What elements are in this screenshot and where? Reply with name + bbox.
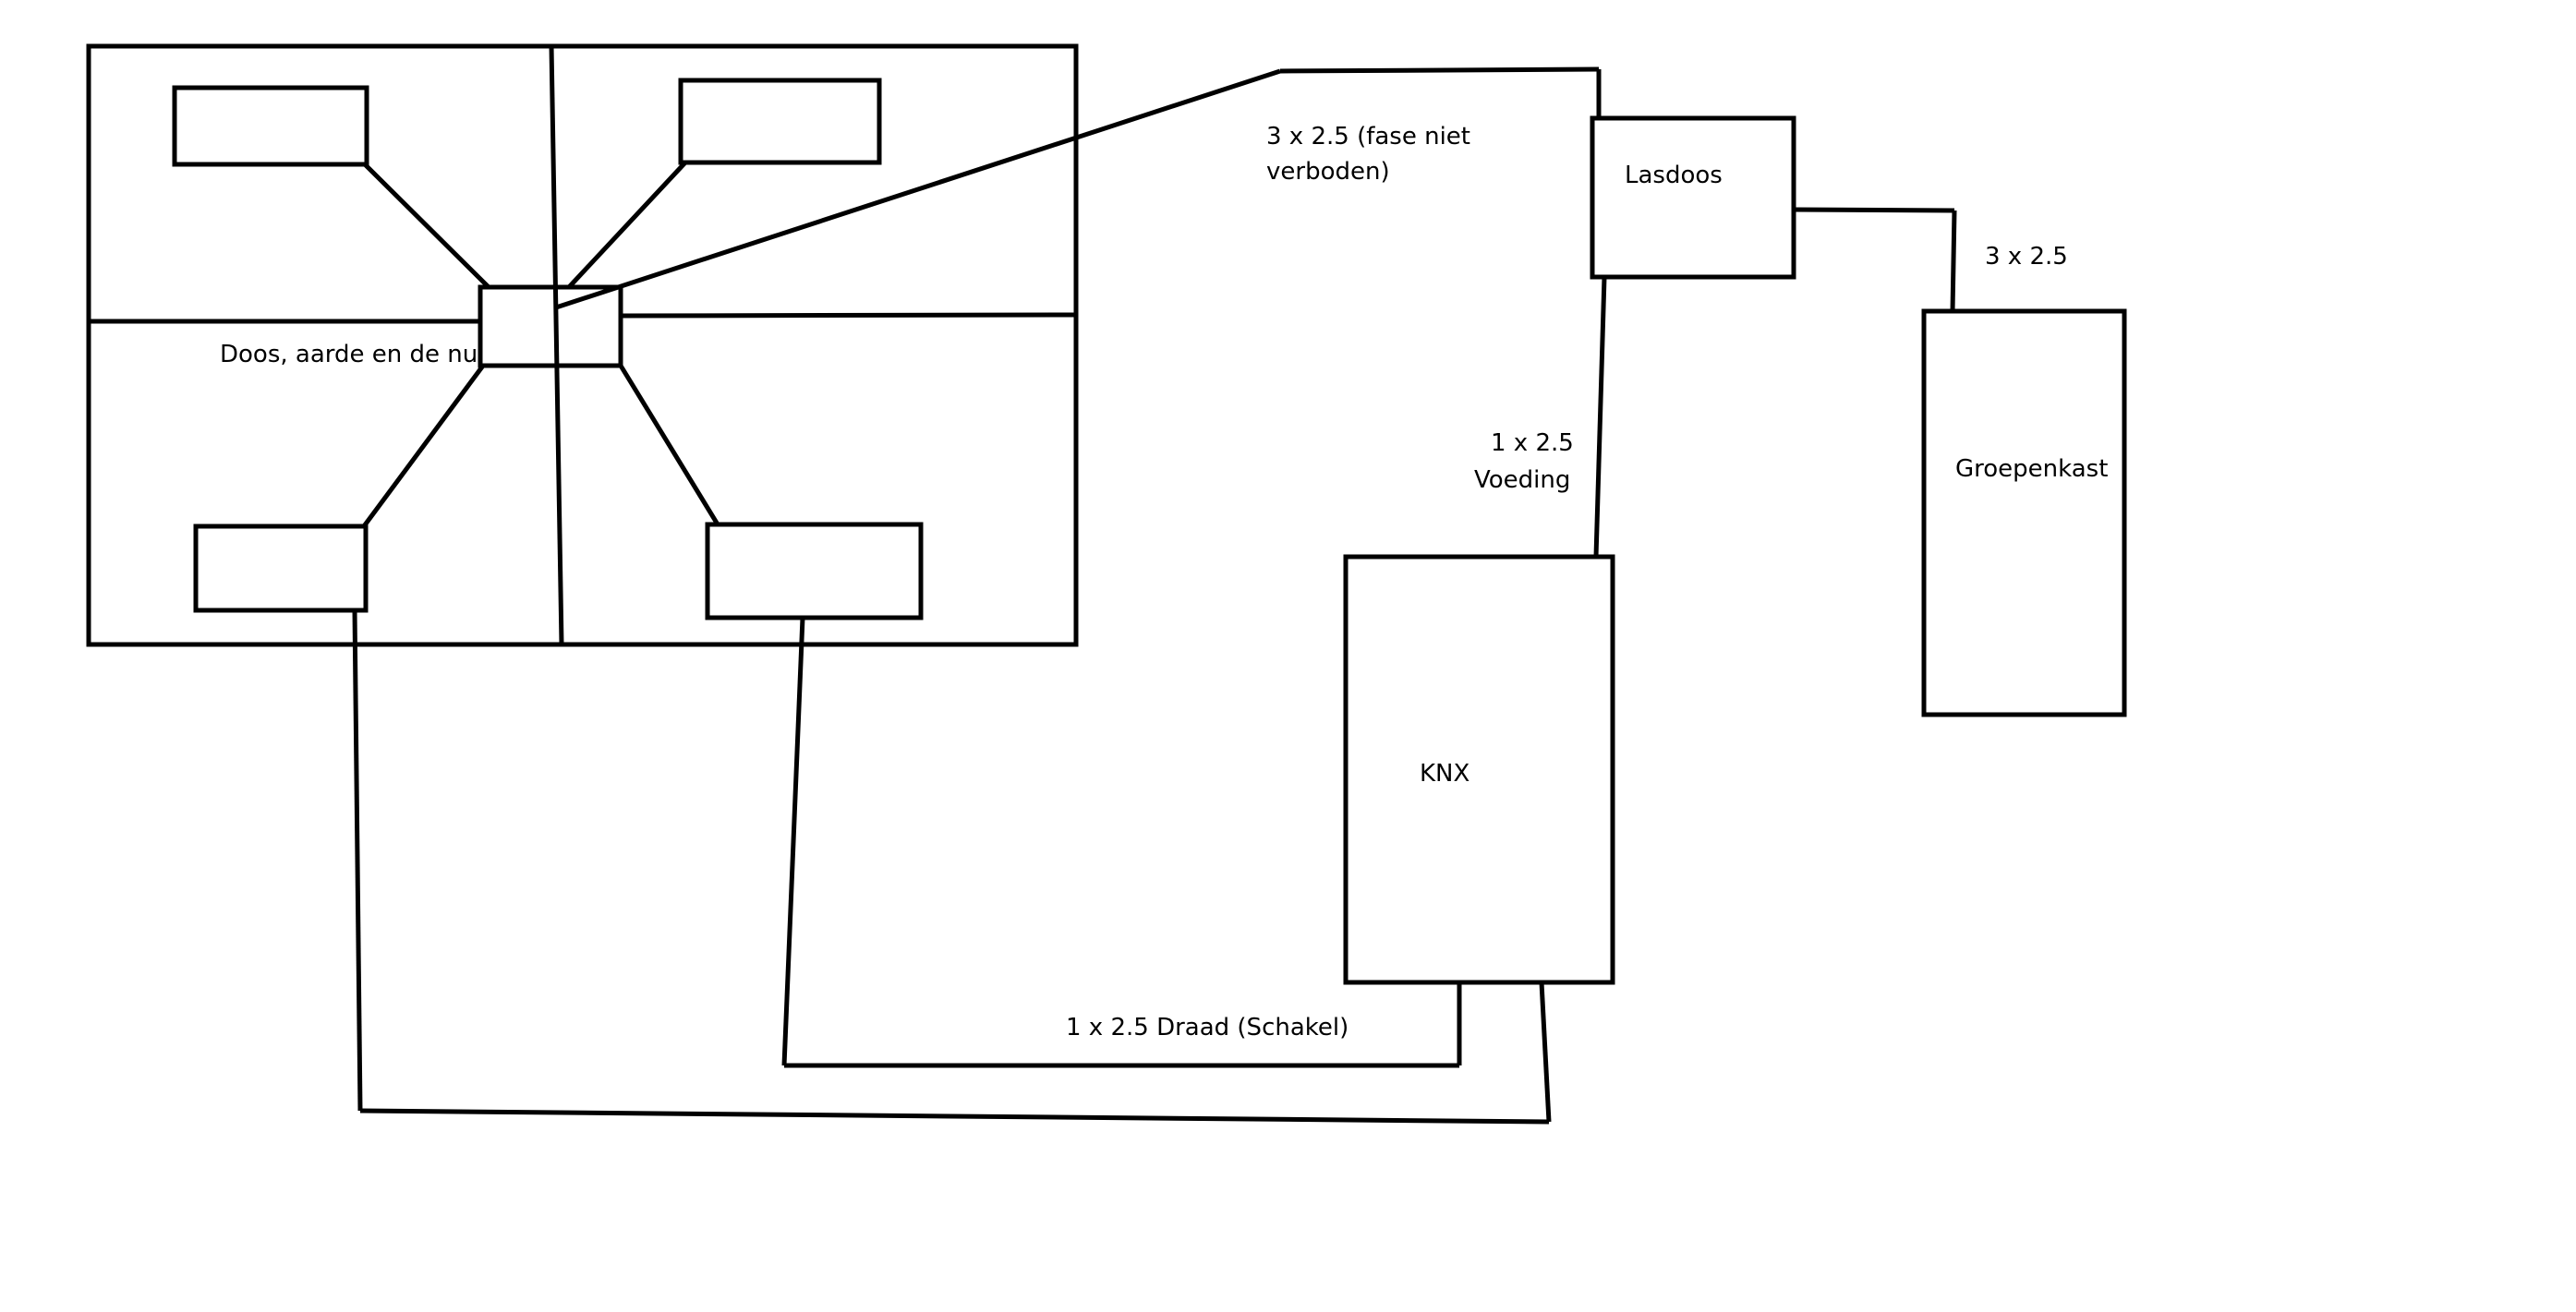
label-knx: KNX xyxy=(1420,760,1469,788)
label-cable-main-line1: 3 x 2.5 (fase niet xyxy=(1266,123,1470,150)
fixture-bottom-right xyxy=(705,522,924,620)
wire-return-knx-drop xyxy=(1539,981,1552,1123)
wire-lasdoos-groepenkast-h xyxy=(1793,207,1955,213)
label-groepenkast: Groepenkast xyxy=(1955,455,2108,483)
wire-lasdoos-groepenkast-v xyxy=(1950,210,1957,312)
wire-schakel-vertical xyxy=(781,617,805,1066)
label-draad: 1 x 2.5 Draad (Schakel) xyxy=(1066,1014,1348,1041)
label-lasdoos: Lasdoos xyxy=(1625,162,1723,189)
wire-main-feed-diagonal xyxy=(555,68,1281,310)
junction-box xyxy=(478,284,623,368)
wire-fixture-bottom-right xyxy=(618,364,720,526)
wire-voeding xyxy=(1593,276,1607,558)
wire-return-vertical xyxy=(352,609,363,1112)
wire-fixture-top-left xyxy=(363,162,490,289)
knx-box xyxy=(1343,554,1615,985)
wire-return-horizontal xyxy=(359,1108,1550,1125)
room-divider-horizontal-right xyxy=(620,312,1077,319)
room-outline xyxy=(86,43,1079,647)
wire-fixture-top-right xyxy=(567,161,687,289)
label-voeding-line2: Voeding xyxy=(1474,466,1570,494)
lasdoos-box xyxy=(1590,115,1796,280)
wire-main-feed-top xyxy=(1279,66,1600,74)
label-voeding-line1: 1 x 2.5 xyxy=(1491,429,1574,457)
room-divider-vertical xyxy=(549,45,564,645)
label-cable-groepenkast: 3 x 2.5 xyxy=(1985,243,2068,271)
groepenkast-box xyxy=(1921,308,2127,717)
wire-fixture-bottom-left xyxy=(361,364,486,528)
fixture-bottom-left xyxy=(193,524,369,613)
fixture-top-right xyxy=(678,78,882,165)
label-doos: Doos, aarde en de nul xyxy=(220,341,484,368)
fixture-top-left xyxy=(172,85,369,167)
label-cable-main-line2: verboden) xyxy=(1266,158,1390,186)
